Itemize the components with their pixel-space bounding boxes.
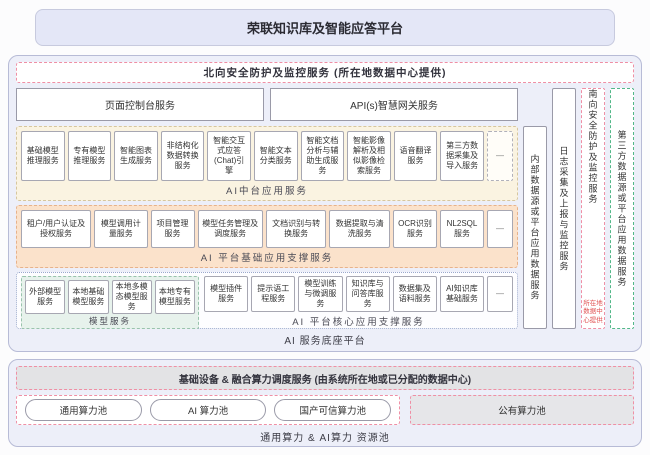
midplatform-boxes: 基础模型推理服务 专有模型推理服务 智能图表生成服务 非结构化数据转换服务 智能… xyxy=(21,131,513,181)
compute-scheduler-label: 基础设备 & 融合算力调度服务 (由系统所在地或已分配的数据中心) xyxy=(178,374,472,386)
service-box: NL2SQL服务 xyxy=(440,210,484,248)
model-services-group: 外部模型服务 本地基础模型服务 本地多模态模型服务 本地专有模型服务 模型服务 xyxy=(21,276,199,329)
ai-base-platform-label: AI 服务底座平台 xyxy=(284,336,366,347)
core-support-section-label: AI 平台核心应用支撑服务 xyxy=(292,317,425,328)
service-box: 模型插件服务 xyxy=(204,276,249,312)
service-box: 知识库与问答库服务 xyxy=(345,276,390,312)
column-third-party-data: 第三方数据源或平台应用数据服务 xyxy=(610,88,634,329)
core-support-inner: 外部模型服务 本地基础模型服务 本地多模态模型服务 本地专有模型服务 模型服务 … xyxy=(21,276,514,329)
north-security-label: 北向安全防护及监控服务 (所在地数据中心提供) xyxy=(203,67,447,79)
platform-title: 荣联知识库及智能应答平台 xyxy=(35,9,615,46)
service-box: 非结构化数据转换服务 xyxy=(160,131,205,181)
base-support-boxes: 租户/用户认证及授权服务 模型调用计量服务 项目管理服务 模型任务管理及调度服务… xyxy=(21,210,513,248)
service-box-ellipsis: — xyxy=(486,131,513,181)
service-box: 项目管理服务 xyxy=(150,210,195,248)
service-box: 智能文本分类服务 xyxy=(253,131,298,181)
service-box-ellipsis: — xyxy=(486,210,513,248)
service-box: 提示语工程服务 xyxy=(251,276,296,312)
service-box: 语音翻译服务 xyxy=(393,131,438,181)
midplatform-section-label: AI中台应用服务 xyxy=(226,186,308,197)
service-box: 智能交互式应答(Chat)引擎 xyxy=(207,131,251,181)
column-south-security: 南向安全防护及监控服务 所在地数据中心提供 xyxy=(581,88,605,329)
service-box: 数据提取与清洗服务 xyxy=(329,210,391,248)
service-box: 模型调用计量服务 xyxy=(94,210,148,248)
api-gateway-box: API(s)智慧网关服务 xyxy=(270,88,518,121)
service-box: 基础模型推理服务 xyxy=(21,131,65,181)
model-services-label: 模型服务 xyxy=(88,316,131,326)
column-log-monitoring: 日志采集及上报与监控服务 xyxy=(552,88,576,329)
public-compute-pool: 公有算力池 xyxy=(410,395,634,425)
north-security-bar: 北向安全防护及监控服务 (所在地数据中心提供) xyxy=(16,62,634,83)
core-support-boxes: 模型插件服务 提示语工程服务 模型训练与微调服务 知识库与问答库服务 数据集及语… xyxy=(204,276,514,312)
internal-data-label: 内部数据源或平台应用数据服务 xyxy=(529,154,540,301)
main-content-row: 页面控制台服务 API(s)智慧网关服务 基础模型推理服务 专有模型推理服务 智… xyxy=(16,88,634,329)
gateway-row: 页面控制台服务 API(s)智慧网关服务 xyxy=(16,88,518,121)
model-services-boxes: 外部模型服务 本地基础模型服务 本地多模态模型服务 本地专有模型服务 xyxy=(25,280,195,314)
core-support-right: 模型插件服务 提示语工程服务 模型训练与微调服务 知识库与问答库服务 数据集及语… xyxy=(204,276,514,329)
service-box: 智能文档分析与辅助生成服务 xyxy=(300,131,345,181)
service-box: 模型任务管理及调度服务 xyxy=(197,210,263,248)
third-party-data-label: 第三方数据源或平台应用数据服务 xyxy=(616,129,627,288)
service-box: 模型训练与微调服务 xyxy=(298,276,343,312)
platform-title-text: 荣联知识库及智能应答平台 xyxy=(246,21,403,36)
compute-pools-row: 通用算力池 AI 算力池 国产可信算力池 公有算力池 xyxy=(16,395,634,425)
left-services-area: 页面控制台服务 API(s)智慧网关服务 基础模型推理服务 专有模型推理服务 智… xyxy=(16,88,518,329)
service-box: 数据集及语料服务 xyxy=(392,276,437,312)
compute-panel: 基础设备 & 融合算力调度服务 (由系统所在地或已分配的数据中心) 通用算力池 … xyxy=(8,359,642,447)
service-box: 本地基础模型服务 xyxy=(68,280,109,314)
console-service-box: 页面控制台服务 xyxy=(16,88,264,121)
service-box-ellipsis: — xyxy=(487,276,514,312)
south-security-label: 南向安全防护及监控服务 xyxy=(587,89,598,205)
service-box: 本地多模态模型服务 xyxy=(111,280,152,314)
compute-scheduler-bar: 基础设备 & 融合算力调度服务 (由系统所在地或已分配的数据中心) xyxy=(16,366,634,390)
platform-main-panel: 北向安全防护及监控服务 (所在地数据中心提供) 页面控制台服务 API(s)智慧… xyxy=(8,55,642,352)
column-internal-data-source: 内部数据源或平台应用数据服务 xyxy=(523,126,547,329)
service-box: 外部模型服务 xyxy=(25,280,66,314)
section-base-support-services: 租户/用户认证及授权服务 模型调用计量服务 项目管理服务 模型任务管理及调度服务… xyxy=(16,205,518,268)
service-box: 文档识别与转换服务 xyxy=(265,210,327,248)
general-compute-pool: 通用算力池 xyxy=(25,399,142,421)
south-security-note: 所在地数据中心提供 xyxy=(583,299,603,324)
local-pools-group: 通用算力池 AI 算力池 国产可信算力池 xyxy=(16,395,401,425)
section-midplatform-services: 基础模型推理服务 专有模型推理服务 智能图表生成服务 非结构化数据转换服务 智能… xyxy=(16,126,518,201)
ai-compute-pool: AI 算力池 xyxy=(149,399,267,421)
service-box: 智能图表生成服务 xyxy=(114,131,158,181)
service-box: OCR识别服务 xyxy=(393,210,438,248)
domestic-trusted-pool: 国产可信算力池 xyxy=(274,399,392,421)
service-box: AI知识库基础服务 xyxy=(439,276,485,312)
service-box: 智能影像解析及相似影像检索服务 xyxy=(347,131,391,181)
resource-pool-label: 通用算力 & AI算力 资源池 xyxy=(260,433,390,444)
service-box: 租户/用户认证及授权服务 xyxy=(21,210,92,248)
service-box: 专有模型推理服务 xyxy=(67,131,112,181)
log-monitoring-label: 日志采集及上报与监控服务 xyxy=(558,145,569,272)
service-box: 第三方数据采集及导入服务 xyxy=(440,131,484,181)
base-support-section-label: AI 平台基础应用支撑服务 xyxy=(200,253,334,264)
section-core-support-services: 外部模型服务 本地基础模型服务 本地多模态模型服务 本地专有模型服务 模型服务 … xyxy=(16,272,518,329)
service-box: 本地专有模型服务 xyxy=(154,280,195,314)
